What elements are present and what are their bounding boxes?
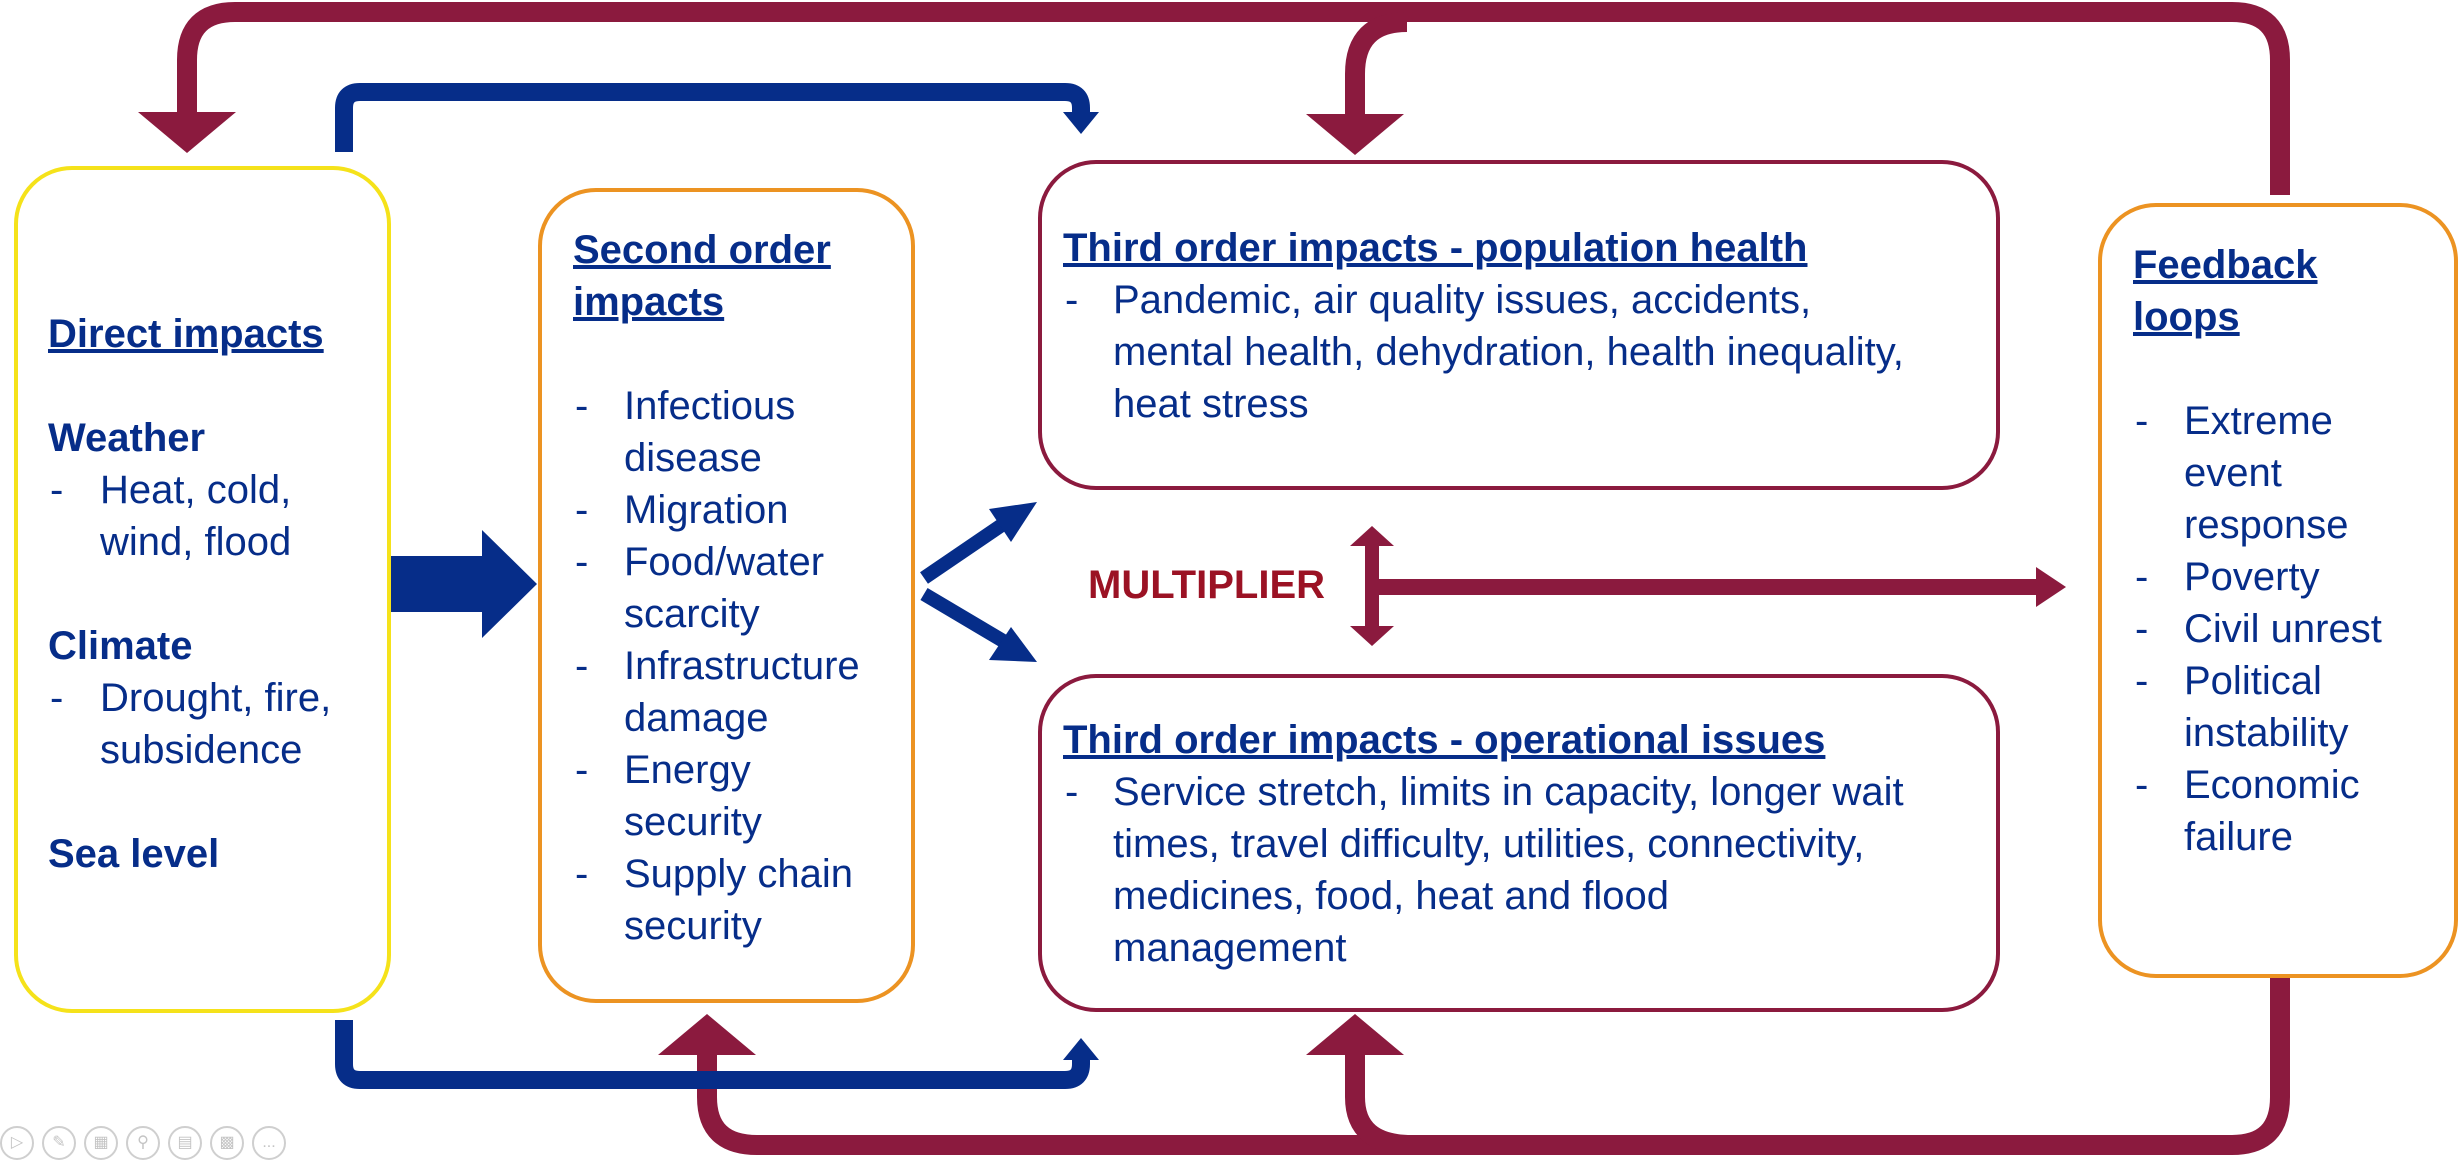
feedback-item-extreme-2: event: [2184, 451, 2282, 495]
arrow-to-direct-head: [138, 112, 236, 153]
feedback-top-branch: [1345, 12, 1408, 122]
second-item-food-2: scarcity: [624, 592, 760, 636]
arrow-to-health-head: [1306, 114, 1404, 155]
second-item-dash: -: [575, 748, 589, 792]
feedback-bottom-branch: [1345, 1050, 1413, 1155]
feedback-loops-box: [2098, 203, 2458, 978]
sea-level-heading: Sea level: [48, 832, 220, 876]
feedback-item-dash: -: [2135, 555, 2149, 599]
weather-heading: Weather: [48, 416, 206, 460]
skip-arrow-top: [335, 83, 1090, 152]
second-item-food-1: Food/water: [624, 540, 825, 584]
second-item-energy-1: Energy: [624, 748, 751, 792]
feedback-item-civil-unrest: Civil unrest: [2184, 607, 2382, 651]
operational-issues-title: Third order impacts - operational issues: [1063, 718, 1826, 762]
feedback-item-extreme-3: response: [2184, 503, 2349, 547]
play-icon[interactable]: ▷: [0, 1126, 34, 1160]
second-item-dash: -: [575, 644, 589, 688]
arrow-to-second-head: [658, 1014, 756, 1055]
climate-heading: Climate: [48, 624, 193, 668]
operational-line-2: times, travel difficulty, utilities, con…: [1113, 822, 1865, 866]
second-item-infectious-2: disease: [624, 436, 762, 480]
second-item-dash: -: [575, 540, 589, 584]
second-item-migration: Migration: [624, 488, 789, 532]
skip-arrow-top-head: [1063, 112, 1099, 134]
fork-arrow-up: [920, 510, 1019, 584]
feedback-item-extreme-1: Extreme: [2184, 399, 2333, 443]
direct-impacts-title: Direct impacts: [48, 312, 324, 356]
feedback-title-line-1: Feedback: [2133, 243, 2318, 287]
subtitles-icon[interactable]: ▤: [168, 1126, 202, 1160]
feedback-bottom-loop: [697, 975, 2290, 1155]
second-item-supply-2: security: [624, 904, 762, 948]
weather-item-line-2: wind, flood: [100, 520, 292, 564]
operational-line-1: Service stretch, limits in capacity, lon…: [1113, 770, 1904, 814]
feedback-top-loop: [177, 2, 2290, 195]
second-item-energy-2: security: [624, 800, 762, 844]
operational-dash: -: [1065, 770, 1079, 814]
health-line-3: heat stress: [1113, 382, 1309, 426]
feedback-item-poverty: Poverty: [2184, 555, 2320, 599]
health-line-2: mental health, dehydration, health inequ…: [1113, 330, 1904, 374]
climate-item-line-1: Drought, fire,: [100, 676, 332, 720]
multiplier-down-head: [1350, 626, 1394, 646]
weather-dash: -: [50, 468, 64, 512]
multiplier-right-head: [2036, 567, 2066, 607]
population-health-title: Third order impacts - population health: [1063, 226, 1808, 270]
operational-line-4: management: [1113, 926, 1347, 970]
operational-issues-box: [1038, 674, 2000, 1012]
health-dash: -: [1065, 278, 1079, 322]
pen-icon[interactable]: ✎: [42, 1126, 76, 1160]
operational-line-3: medicines, food, heat and flood: [1113, 874, 1669, 918]
skip-arrow-bottom-head: [1063, 1038, 1099, 1060]
feedback-item-dash: -: [2135, 399, 2149, 443]
multiplier-label: MULTIPLIER: [1088, 563, 1326, 607]
slideshow-toolbar: ▷ ✎ ▦ ⚲ ▤ ▩ ...: [0, 1126, 286, 1166]
grid-icon[interactable]: ▦: [84, 1126, 118, 1160]
fork-arrow-down-head: [989, 627, 1037, 662]
second-item-dash: -: [575, 488, 589, 532]
second-item-infra-1: Infrastructure: [624, 644, 860, 688]
zoom-icon[interactable]: ⚲: [126, 1126, 160, 1160]
second-order-box: [538, 188, 915, 1003]
feedback-item-economic-2: failure: [2184, 815, 2293, 859]
climate-item-line-2: subsidence: [100, 728, 303, 772]
second-order-title-line-1: Second order: [573, 228, 831, 272]
direct-impacts-box: [14, 166, 391, 1013]
feedback-item-dash: -: [2135, 607, 2149, 651]
second-item-dash: -: [575, 852, 589, 896]
climate-dash: -: [50, 676, 64, 720]
second-item-infra-2: damage: [624, 696, 769, 740]
direct-to-second-arrow: [390, 530, 537, 638]
feedback-title-line-2: loops: [2133, 295, 2240, 339]
fork-arrow-down: [920, 587, 1019, 655]
feedback-item-dash: -: [2135, 763, 2149, 807]
feedback-item-dash: -: [2135, 659, 2149, 703]
second-item-infectious-1: Infectious: [624, 384, 796, 428]
health-line-1: Pandemic, air quality issues, accidents,: [1113, 278, 1812, 322]
fork-arrow-up-head: [989, 502, 1037, 542]
weather-item-line-1: Heat, cold,: [100, 468, 292, 512]
more-icon[interactable]: ...: [252, 1126, 286, 1160]
skip-arrow-bottom: [335, 1020, 1090, 1089]
feedback-item-political-1: Political: [2184, 659, 2322, 703]
arrow-to-operational-head: [1306, 1014, 1404, 1055]
feedback-item-political-2: instability: [2184, 711, 2349, 755]
multiplier-up-head: [1350, 526, 1394, 546]
feedback-item-economic-1: Economic: [2184, 763, 2360, 807]
second-item-supply-1: Supply chain: [624, 852, 854, 896]
camera-off-icon[interactable]: ▩: [210, 1126, 244, 1160]
second-order-title-line-2: impacts: [573, 280, 725, 324]
population-health-box: [1038, 160, 2000, 490]
second-item-dash: -: [575, 384, 589, 428]
